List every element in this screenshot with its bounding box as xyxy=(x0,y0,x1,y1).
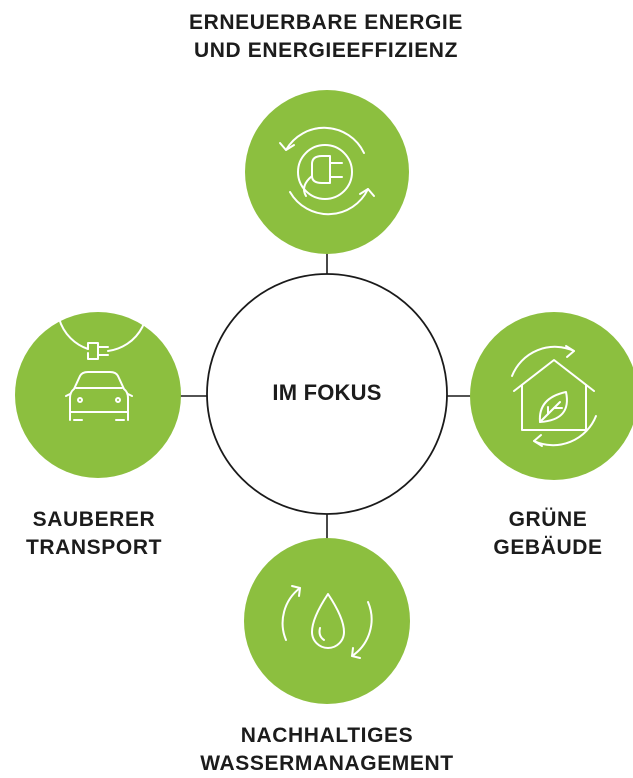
node-right xyxy=(470,312,633,480)
green-house-leaf-icon xyxy=(511,345,597,447)
node-left xyxy=(15,260,181,478)
electric-car-icon xyxy=(56,260,149,421)
node-top-label: ERNEUERBARE ENERGIE UND ENERGIEEFFIZIENZ xyxy=(116,9,536,65)
node-left-label-line2: TRANSPORT xyxy=(25,536,163,559)
node-bottom-label-line1: NACHHALTIGES xyxy=(240,724,414,747)
plug-cycle-icon xyxy=(279,126,375,216)
node-bottom xyxy=(244,538,410,704)
node-bottom-label: NACHHALTIGES WASSERMANAGEMENT xyxy=(157,722,497,778)
node-top-label-line2: UND ENERGIEEFFIZIENZ xyxy=(193,39,458,62)
node-bottom-circle xyxy=(244,538,410,704)
node-left-label-line1: SAUBERER xyxy=(32,508,156,531)
node-right-label: GRÜNE GEBÄUDE xyxy=(468,506,628,562)
node-right-circle xyxy=(470,312,633,480)
node-top xyxy=(245,90,409,254)
water-drop-cycle-icon xyxy=(281,585,373,659)
node-left-circle xyxy=(15,312,181,478)
node-right-label-line1: GRÜNE xyxy=(508,508,588,531)
center-circle xyxy=(206,273,448,515)
node-bottom-label-line2: WASSERMANAGEMENT xyxy=(200,752,454,775)
node-right-label-line2: GEBÄUDE xyxy=(493,536,603,559)
node-top-circle xyxy=(245,90,409,254)
center-label: IM FOKUS xyxy=(272,380,382,405)
node-top-label-line1: ERNEUERBARE ENERGIE xyxy=(189,11,463,34)
node-left-label: SAUBERER TRANSPORT xyxy=(4,506,184,562)
